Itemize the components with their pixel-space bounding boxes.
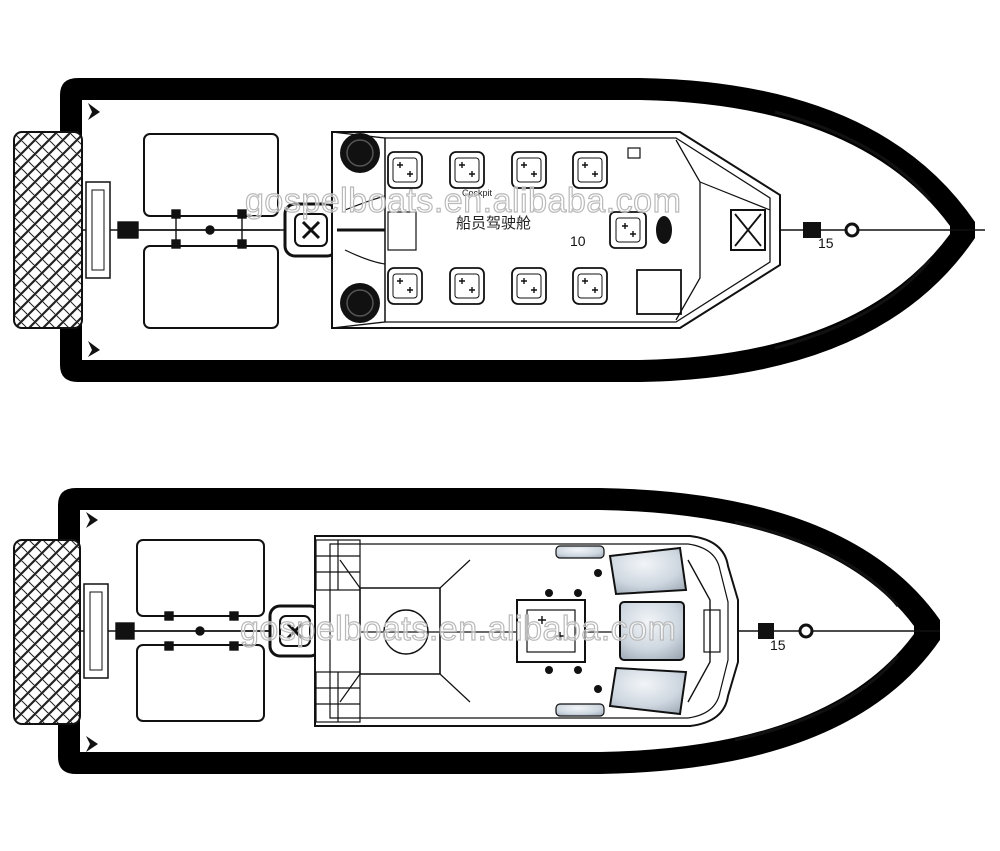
bottom-swim-platform — [13, 539, 81, 725]
top-stern-cleat-lower — [88, 341, 100, 357]
top-swim-platform — [13, 131, 83, 329]
top-console — [636, 269, 682, 315]
passenger-seat — [572, 151, 608, 189]
bottom-window-upper — [608, 546, 688, 596]
top-bow-bollard — [844, 222, 860, 238]
top-boat-plan: Cockpit 船员驾驶舱 10 15 gospelboats.en.aliba… — [13, 78, 985, 382]
bottom-hatch-upper — [136, 539, 265, 617]
top-station-15: 15 — [818, 235, 834, 251]
top-seats-lower-row — [387, 267, 608, 305]
top-hatch-upper — [143, 133, 279, 217]
bottom-side-window-lower — [555, 703, 605, 717]
bottom-watermark: gospelboats.en.alibaba.com — [240, 610, 676, 648]
top-stern-cleat-upper — [88, 103, 100, 120]
top-station-10: 10 — [570, 233, 586, 249]
top-transom-box — [85, 181, 111, 279]
top-forward-hatch — [730, 209, 766, 251]
passenger-seat — [511, 267, 547, 305]
passenger-seat — [387, 267, 423, 305]
bottom-transom-box — [83, 583, 109, 679]
bottom-side-window-upper — [555, 545, 605, 559]
bottom-station-15: 15 — [770, 637, 786, 653]
bottom-stern-cleat-lower — [86, 736, 98, 752]
top-hatch-lower — [143, 245, 279, 329]
top-watermark: gospelboats.en.alibaba.com — [245, 182, 681, 220]
passenger-seat — [387, 151, 423, 189]
bottom-bow-bollard — [798, 623, 814, 639]
top-liferaft-upper — [340, 133, 380, 173]
top-seats-upper-row — [387, 151, 608, 189]
bottom-stern-cleat-upper — [86, 512, 98, 528]
passenger-seat — [511, 151, 547, 189]
top-helm-seat — [609, 211, 647, 249]
bottom-aft-steps-lower — [315, 671, 361, 723]
passenger-seat — [449, 151, 485, 189]
top-liferaft-lower — [340, 283, 380, 323]
bottom-window-lower — [608, 666, 688, 716]
bottom-aft-steps-upper — [315, 539, 361, 591]
top-cabin-label-cn: 船员驾驶舱 — [456, 214, 531, 232]
bottom-window-center — [619, 601, 685, 661]
top-cockpit-label: Cockpit — [462, 188, 493, 198]
bottom-helm-seat — [516, 599, 586, 663]
bottom-boat-plan: 15 gospelboats.en.alibaba.com — [13, 488, 940, 774]
passenger-seat — [449, 267, 485, 305]
passenger-seat — [572, 267, 608, 305]
bottom-hatch-lower — [136, 644, 265, 722]
top-steering-wheel-icon — [656, 216, 672, 244]
